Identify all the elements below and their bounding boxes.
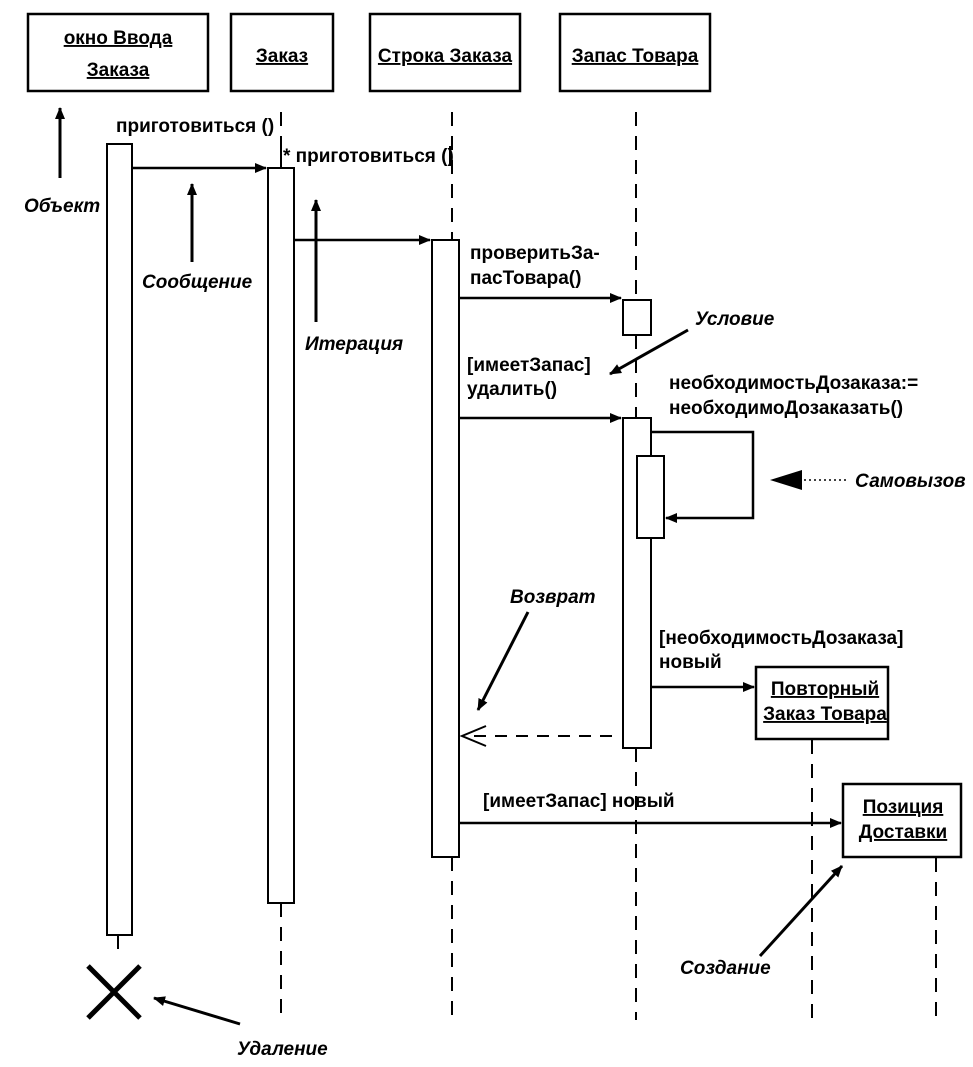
annotation-condition-arrow [609,328,689,376]
activation-order-line [431,239,460,858]
annotation-object: Объект [24,196,100,217]
object-reorder-item-line1: Повторный [771,679,879,700]
annotation-condition: Условие [695,309,775,330]
message-new-reorder-line1: [необходимостьДозаказа] [659,628,903,649]
message-prepare: приготовиться () [116,116,274,173]
message-self-call: необходимостьДозаказа:= необходимоДозака… [651,373,918,523]
message-prepare-label: приготовиться () [116,116,274,137]
activation-order [267,167,295,904]
message-prepare-iteration: * приготовиться () [280,146,454,245]
message-check-stock-line2: пасТовара() [470,268,581,289]
message-return [459,725,612,747]
message-remove-line1: [имеетЗапас] [467,355,591,376]
message-new-reorder-line2: новый [659,652,722,673]
annotation-creation: Создание [680,958,771,979]
object-stock-item-label: Запас Товара [572,46,699,67]
object-order-line-label: Строка Заказа [378,46,513,67]
object-stock-item: Запас Товара [558,12,712,93]
object-order: Заказ [229,12,335,93]
annotation-deletion: Удаление [237,1039,328,1060]
message-remove-line2: удалить() [467,379,557,400]
annotation-iteration: Итерация [305,334,403,355]
annotation-message: Сообщение [142,272,253,293]
activation-stock-check [622,299,652,336]
message-check-stock: проверитьЗа- пасТовара() [459,243,622,303]
object-reorder-item: Повторный Заказ Товара [754,665,890,741]
object-delivery-item-line2: Доставки [859,822,947,843]
message-new-reorder: [необходимостьДозаказа] новый [651,628,903,692]
activation-order-entry-window [106,143,133,936]
object-order-line: Строка Заказа [368,12,522,93]
message-remove: [имеетЗапас] удалить() [459,355,622,423]
object-order-entry-window-line2: Заказа [87,60,150,81]
activation-self-call [636,455,665,539]
annotation-return-arrow [476,611,530,711]
annotation-deletion-arrow [153,996,241,1026]
message-new-delivery-label: [имеетЗапас] новый [483,791,675,812]
annotation-self-call-arrowhead [770,470,802,490]
message-self-call-line2: необходимоДозаказать() [669,398,903,419]
object-order-entry-window-line1: окно Ввода [64,28,173,49]
object-order-entry-window: окно Ввода Заказа [26,12,210,93]
message-self-call-line1: необходимостьДозаказа:= [669,373,918,394]
message-prepare-iteration-label: * приготовиться () [283,146,454,167]
object-reorder-item-line2: Заказ Товара [763,704,887,725]
annotation-self-call: Самовызов [855,471,966,492]
object-order-label: Заказ [256,46,308,67]
object-delivery-item-line1: Позиция [863,797,944,818]
deletion-cross [86,964,142,1020]
annotation-return: Возврат [510,587,596,608]
annotation-creation-arrow [758,864,844,958]
message-new-delivery: [имеетЗапас] новый [459,791,842,828]
object-delivery-item: Позиция Доставки [841,782,963,859]
message-check-stock-line1: проверитьЗа- [470,243,600,264]
